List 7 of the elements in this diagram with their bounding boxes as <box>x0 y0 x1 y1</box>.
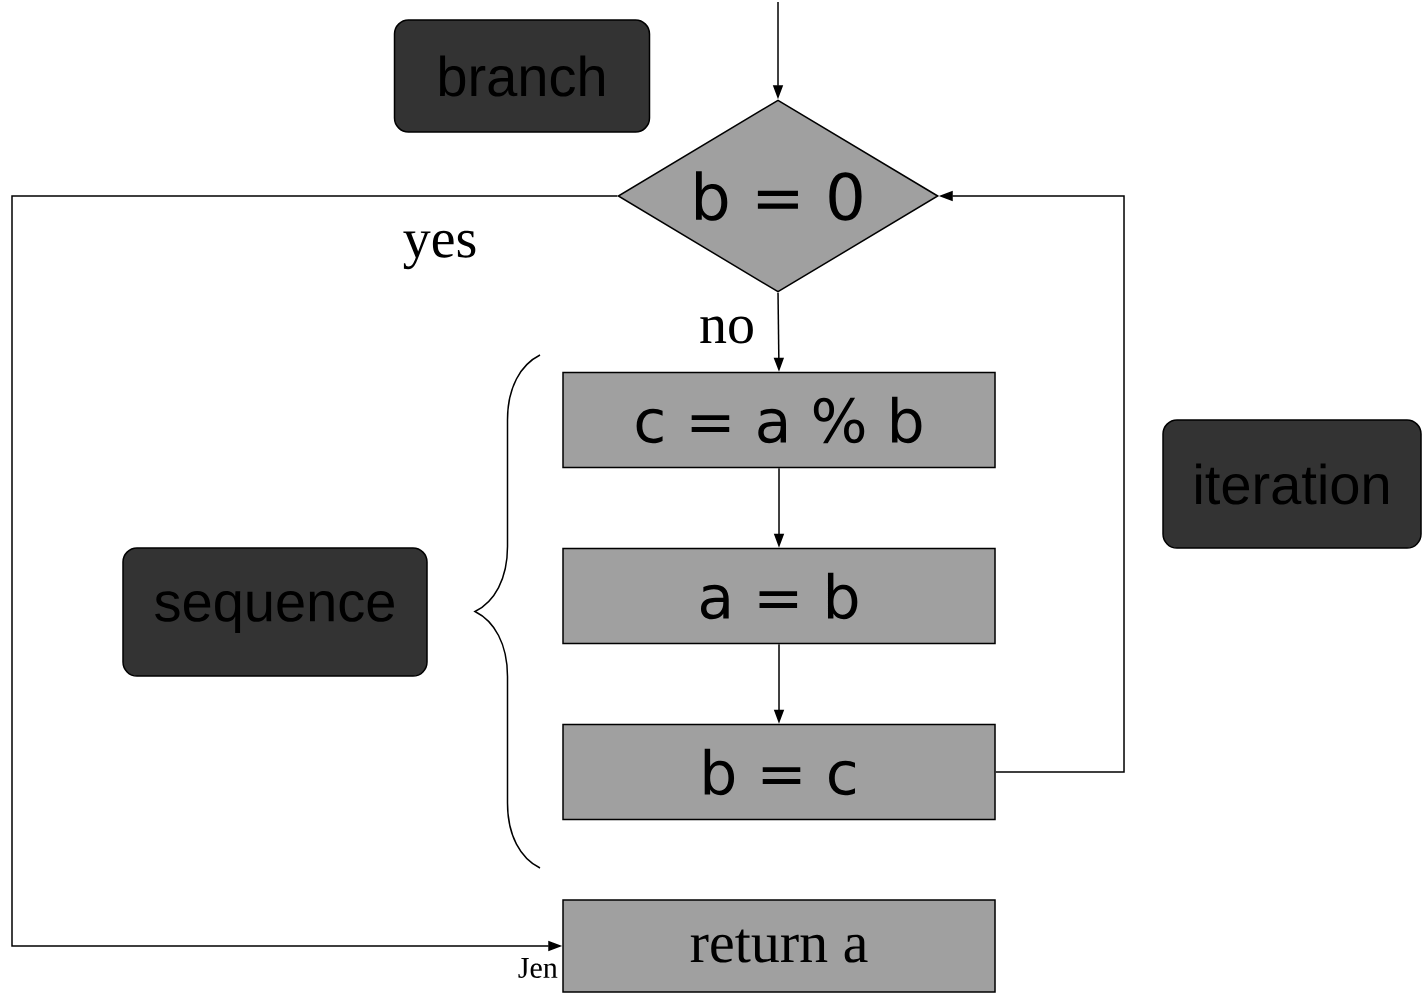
process-box: return a <box>562 899 996 993</box>
process-box: c = a % b <box>562 371 996 469</box>
footer-text: Jen <box>518 958 558 978</box>
process-box: a = b <box>562 547 996 645</box>
process-box: b = c <box>562 723 996 821</box>
edge-label: yes <box>400 228 480 272</box>
edge-label: no <box>697 314 757 346</box>
